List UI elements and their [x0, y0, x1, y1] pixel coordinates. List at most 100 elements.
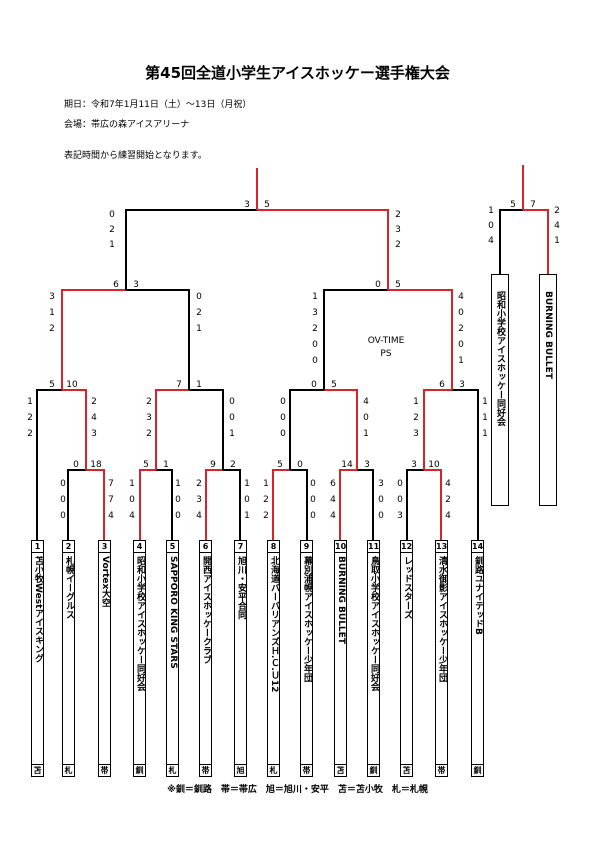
team-name: 幕別浦幌アイスホッケー少年団: [302, 556, 312, 682]
period-score-left: 2: [27, 429, 33, 439]
r1-m2-left-line: [139, 469, 156, 540]
period-score-left: 2: [146, 397, 152, 407]
period-score-right: 1: [482, 397, 488, 407]
period-score-left: 1: [488, 206, 494, 216]
period-score-right: 4: [458, 292, 464, 302]
period-score-left: 1: [413, 397, 419, 407]
period-score-right: 0: [229, 397, 235, 407]
period-score-left: 1: [49, 308, 55, 318]
team-name: 釧路ユナイテッドB: [473, 556, 483, 635]
final-right-line: [257, 209, 389, 290]
period-score-right: 1: [482, 413, 488, 423]
team-number: 11: [368, 542, 380, 553]
ps-label: PS: [380, 349, 391, 359]
period-score-right: 1: [554, 236, 560, 246]
team-name: 苫小牧Westアイスキング: [33, 556, 43, 663]
score-left: 5: [143, 460, 149, 470]
score-left: 6: [113, 280, 119, 290]
team-name: 札幌イーグルス: [64, 556, 74, 619]
period-score-right: 0: [458, 308, 464, 318]
team-name: Vortex大空: [100, 556, 110, 608]
extra-left-line: [499, 209, 523, 274]
score-left: 3: [411, 460, 417, 470]
period-score-right: 2: [196, 308, 202, 318]
period-score-right: 2: [458, 324, 464, 334]
period-score-left: 3: [397, 511, 403, 521]
period-score-left: 4: [488, 236, 494, 246]
score-right: 3: [364, 460, 370, 470]
team-number: 13: [436, 542, 448, 553]
team-region: 札: [268, 764, 279, 775]
team-number: 12: [401, 542, 413, 553]
period-score-right: 2: [554, 206, 560, 216]
period-score-left: 0: [488, 221, 494, 231]
score-left: 5: [49, 380, 55, 390]
period-score-right: 0: [458, 340, 464, 350]
period-score-left: 2: [312, 324, 318, 334]
period-score-right: 7: [108, 479, 114, 489]
extra-right-line: [523, 209, 549, 274]
qf-m4-left-line: [423, 389, 452, 470]
period-score-right: 4: [91, 413, 97, 423]
qf-m3-right-line: [324, 389, 358, 470]
period-score-left: 4: [330, 511, 336, 521]
team-region: 苫: [335, 764, 346, 775]
period-score-right: 0: [378, 495, 384, 505]
period-score-right: 4: [363, 397, 369, 407]
team-number: 4: [134, 541, 145, 553]
team-region: 帯: [99, 764, 110, 775]
period-score-right: 1: [175, 479, 181, 489]
score-left: 14: [341, 460, 353, 470]
period-score-right: 0: [175, 495, 181, 505]
score-left: 0: [73, 460, 79, 470]
period-score-left: 3: [413, 429, 419, 439]
team-region: 帯: [200, 764, 211, 775]
period-score-left: 0: [397, 495, 403, 505]
period-score-left: 0: [60, 511, 66, 521]
event-venue: 会場：帯広の森アイスアリーナ: [64, 120, 190, 130]
period-score-left: 4: [129, 511, 135, 521]
team-number: 14: [472, 542, 484, 553]
score-right: 10: [66, 380, 78, 390]
period-score-left: 1: [109, 240, 115, 250]
team-name: レッドスターズ: [402, 556, 412, 619]
team-name: 開西アイスホッケークラブ: [201, 556, 211, 664]
score-left: 9: [210, 460, 216, 470]
period-score-right: 4: [108, 511, 114, 521]
team-region: 苫: [32, 764, 43, 775]
r1-m4-right-line: [290, 469, 308, 540]
period-score-left: 1: [129, 479, 135, 489]
sf-m2-left-line: [323, 289, 388, 390]
qf-m4-right-line: [452, 389, 479, 540]
team-name: 北海道バーバリアンズＨ.Ｃ.Ｕ12: [269, 556, 279, 693]
team-number: 5: [167, 541, 178, 553]
period-score-left: 0: [109, 210, 115, 220]
team-region: 釧: [368, 764, 379, 775]
period-score-left: 6: [330, 479, 336, 489]
team-region: 札: [63, 764, 74, 775]
team-name: SAPPORO KING STARS: [168, 556, 178, 669]
period-score-left: 2: [263, 511, 269, 521]
period-score-right: 0: [363, 413, 369, 423]
score-right: 5: [264, 200, 270, 210]
qf-m1-left-line: [36, 389, 62, 540]
r1-m1-right-line: [86, 469, 105, 540]
team-region: 釧: [134, 764, 145, 775]
score-left: 5: [510, 200, 516, 210]
period-score-right: 0: [378, 511, 384, 521]
period-score-right: 2: [91, 397, 97, 407]
period-score-left: 2: [109, 225, 115, 235]
period-score-left: 0: [280, 413, 286, 423]
team-region: 旭: [235, 764, 246, 775]
period-score-right: 3: [91, 429, 97, 439]
qf-m2-left-line: [155, 389, 189, 470]
score-right: 5: [331, 380, 337, 390]
period-score-right: 4: [445, 511, 451, 521]
period-score-left: 0: [312, 340, 318, 350]
team-number: 3: [99, 541, 110, 553]
